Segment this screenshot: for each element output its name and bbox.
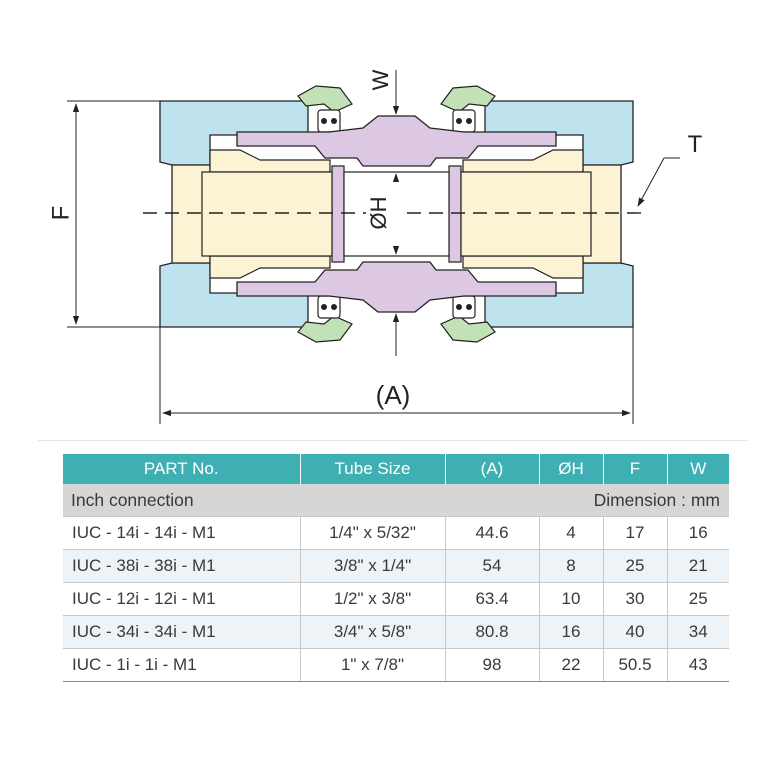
cell-part-no: IUC - 14i - 14i - M1 [63, 516, 301, 550]
group-row: Inch connection Dimension : mm [63, 484, 729, 517]
table-row: IUC - 12i - 12i - M1 1/2" x 3/8" 63.4 10… [63, 582, 729, 616]
thread-label-t: T [688, 131, 703, 158]
dimension-f: F [47, 100, 160, 328]
cell-a: 54 [445, 549, 540, 583]
col-header-w: W [667, 454, 729, 484]
cell-part-no: IUC - 1i - 1i - M1 [63, 648, 301, 682]
table-row: IUC - 14i - 14i - M1 1/4" x 5/32" 44.6 4… [63, 516, 729, 550]
dimension-h: ØH [366, 173, 402, 255]
dimension-h-label: ØH [366, 197, 391, 230]
cell-tube-size: 1" x 7/8" [300, 648, 446, 682]
section-divider [38, 440, 748, 441]
table-header-row: PART No. Tube Size (A) ØH F W [63, 454, 729, 484]
cell-f: 25 [603, 549, 668, 583]
cell-tube-size: 3/4" x 5/8" [300, 615, 446, 649]
cell-w: 34 [667, 615, 729, 649]
cell-a: 98 [445, 648, 540, 682]
dimension-a-label: (A) [376, 380, 411, 410]
dimension-a: (A) [159, 327, 634, 424]
tube-sleeves [209, 149, 584, 279]
cell-tube-size: 1/4" x 5/32" [300, 516, 446, 550]
cell-f: 50.5 [603, 648, 668, 682]
cell-a: 80.8 [445, 615, 540, 649]
cell-f: 17 [603, 516, 668, 550]
col-header-a: (A) [445, 454, 540, 484]
cell-tube-size: 3/8" x 1/4" [300, 549, 446, 583]
dimension-table: PART No. Tube Size (A) ØH F W Inch conne… [63, 454, 729, 682]
cell-h: 16 [539, 615, 604, 649]
cell-f: 30 [603, 582, 668, 616]
cell-a: 63.4 [445, 582, 540, 616]
dimension-w: W [368, 69, 400, 356]
dimension-f-label: F [47, 206, 74, 221]
right-body [484, 100, 634, 328]
center-union [201, 115, 592, 313]
table-row: IUC - 1i - 1i - M1 1" x 7/8" 98 22 50.5 … [63, 648, 729, 682]
thread-leader-t: T [637, 131, 703, 207]
col-header-tube-size: Tube Size [300, 454, 446, 484]
dimension-w-label: W [368, 69, 393, 90]
cell-w: 21 [667, 549, 729, 583]
cell-tube-size: 1/2" x 3/8" [300, 582, 446, 616]
cell-w: 25 [667, 582, 729, 616]
cell-part-no: IUC - 12i - 12i - M1 [63, 582, 301, 616]
left-body [159, 100, 309, 328]
cell-h: 4 [539, 516, 604, 550]
col-header-h: ØH [539, 454, 604, 484]
table-row: IUC - 38i - 38i - M1 3/8" x 1/4" 54 8 25… [63, 549, 729, 583]
cell-h: 8 [539, 549, 604, 583]
group-cell: Inch connection Dimension : mm [63, 484, 729, 517]
cell-h: 22 [539, 648, 604, 682]
table-row: IUC - 34i - 34i - M1 3/4" x 5/8" 80.8 16… [63, 615, 729, 649]
group-label: Inch connection [71, 489, 194, 510]
unit-label: Dimension : mm [593, 489, 720, 510]
col-header-part-no: PART No. [63, 454, 301, 484]
cell-part-no: IUC - 34i - 34i - M1 [63, 615, 301, 649]
seal-rings [317, 109, 476, 319]
col-header-f: F [603, 454, 668, 484]
cell-h: 10 [539, 582, 604, 616]
cell-f: 40 [603, 615, 668, 649]
cell-w: 16 [667, 516, 729, 550]
cell-a: 44.6 [445, 516, 540, 550]
cell-part-no: IUC - 38i - 38i - M1 [63, 549, 301, 583]
cell-w: 43 [667, 648, 729, 682]
coupling-section-drawing: F W ØH T (A) [47, 69, 703, 424]
nut-rings [297, 85, 496, 343]
